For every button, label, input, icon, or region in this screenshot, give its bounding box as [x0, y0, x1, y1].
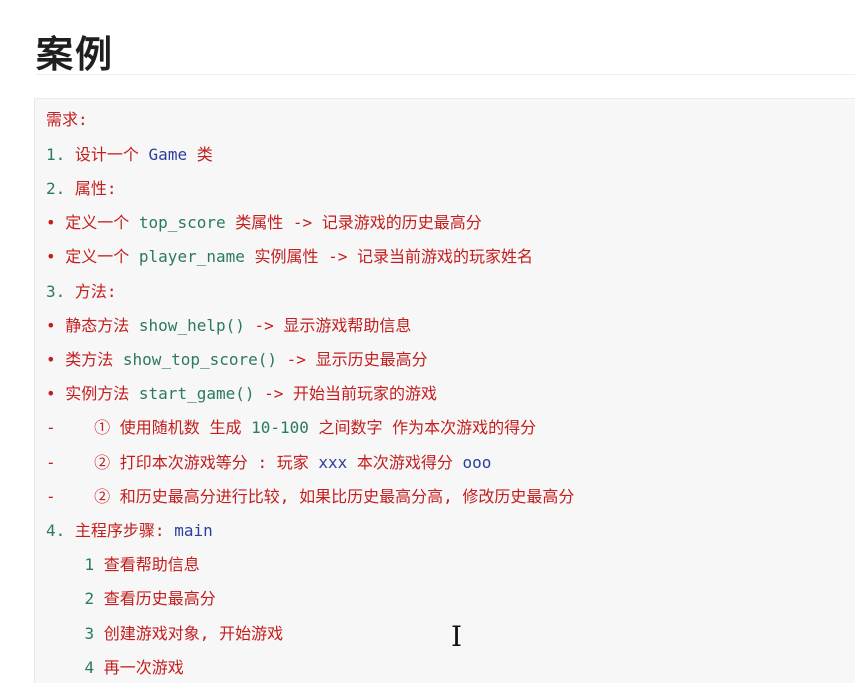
- text-cursor-icon: I: [451, 620, 463, 653]
- code-line: • 实例方法 start_game() -> 开始当前玩家的游戏: [46, 384, 438, 403]
- code-line: 4 再一次游戏: [46, 658, 184, 677]
- code-line: 需求:: [46, 110, 88, 129]
- code-line: 3 创建游戏对象, 开始游戏: [46, 624, 284, 643]
- code-line: - ① 使用随机数 生成 10-100 之间数字 作为本次游戏的得分: [46, 418, 537, 437]
- code-line: 1. 设计一个 Game 类: [46, 145, 213, 164]
- page-title: 案例: [36, 33, 114, 76]
- code-line: • 静态方法 show_help() -> 显示游戏帮助信息: [46, 316, 412, 335]
- code-line: - ② 打印本次游戏等分 : 玩家 xxx 本次游戏得分 ooo: [46, 453, 492, 472]
- code-block: [34, 98, 855, 683]
- code-line: 2. 属性:: [46, 179, 117, 198]
- code-line: • 定义一个 top_score 类属性 -> 记录游戏的历史最高分: [46, 213, 482, 232]
- title-divider: [36, 74, 855, 75]
- code-line: 2 查看历史最高分: [46, 589, 216, 608]
- code-line: 4. 主程序步骤: main: [46, 521, 213, 540]
- code-line: • 类方法 show_top_score() -> 显示历史最高分: [46, 350, 428, 369]
- code-line: - ② 和历史最高分进行比较, 如果比历史最高分高, 修改历史最高分: [46, 487, 575, 506]
- code-line: 3. 方法:: [46, 282, 117, 301]
- code-line: 1 查看帮助信息: [46, 555, 200, 574]
- code-line: • 定义一个 player_name 实例属性 -> 记录当前游戏的玩家姓名: [46, 247, 534, 266]
